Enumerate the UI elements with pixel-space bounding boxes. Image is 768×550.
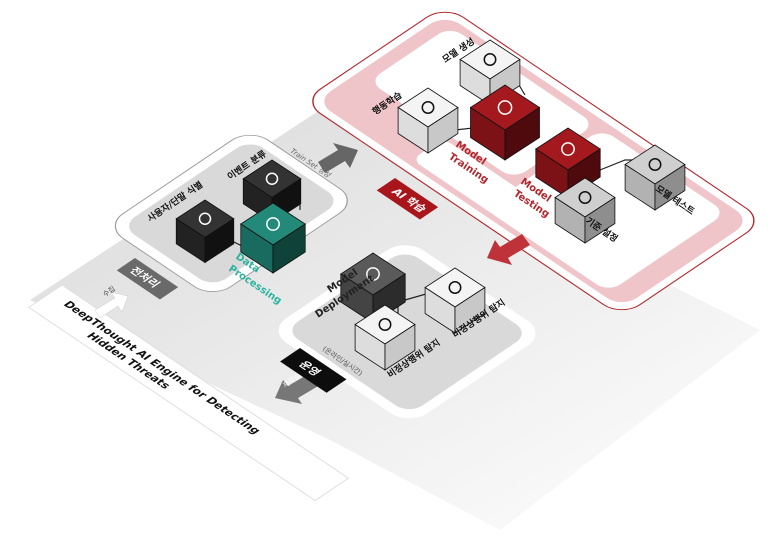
model-testing-hub-icon <box>561 142 575 156</box>
model-creation-box-icon <box>483 53 497 66</box>
criteria-box <box>554 177 616 244</box>
criteria-box-icon <box>578 191 592 204</box>
anomaly-box-2 <box>424 267 486 334</box>
anomaly-box-1 <box>354 304 416 371</box>
train-set-arrow <box>318 143 358 173</box>
user-device-box-icon <box>198 212 212 225</box>
user-device-box <box>175 199 235 264</box>
collect-arrow <box>94 291 129 319</box>
data-processing-hub <box>240 202 306 274</box>
anomaly-box-2-icon <box>448 281 462 294</box>
behavior-learning-box-icon <box>421 101 435 114</box>
model-test-box-icon <box>648 158 662 171</box>
model-test-box <box>624 144 686 211</box>
model-training-hub-icon <box>497 100 513 115</box>
behavior-learning-box <box>397 87 459 154</box>
event-class-box-icon <box>265 172 279 185</box>
data-processing-hub-icon <box>266 217 280 231</box>
model-training-hub <box>469 84 541 161</box>
to-deployment-arrow <box>487 234 530 265</box>
cube-layer <box>175 39 686 371</box>
anomaly-box-1-icon <box>378 318 392 331</box>
model-deployment-hub-icon <box>366 267 380 281</box>
operation-tag: 운영 <box>280 348 347 393</box>
